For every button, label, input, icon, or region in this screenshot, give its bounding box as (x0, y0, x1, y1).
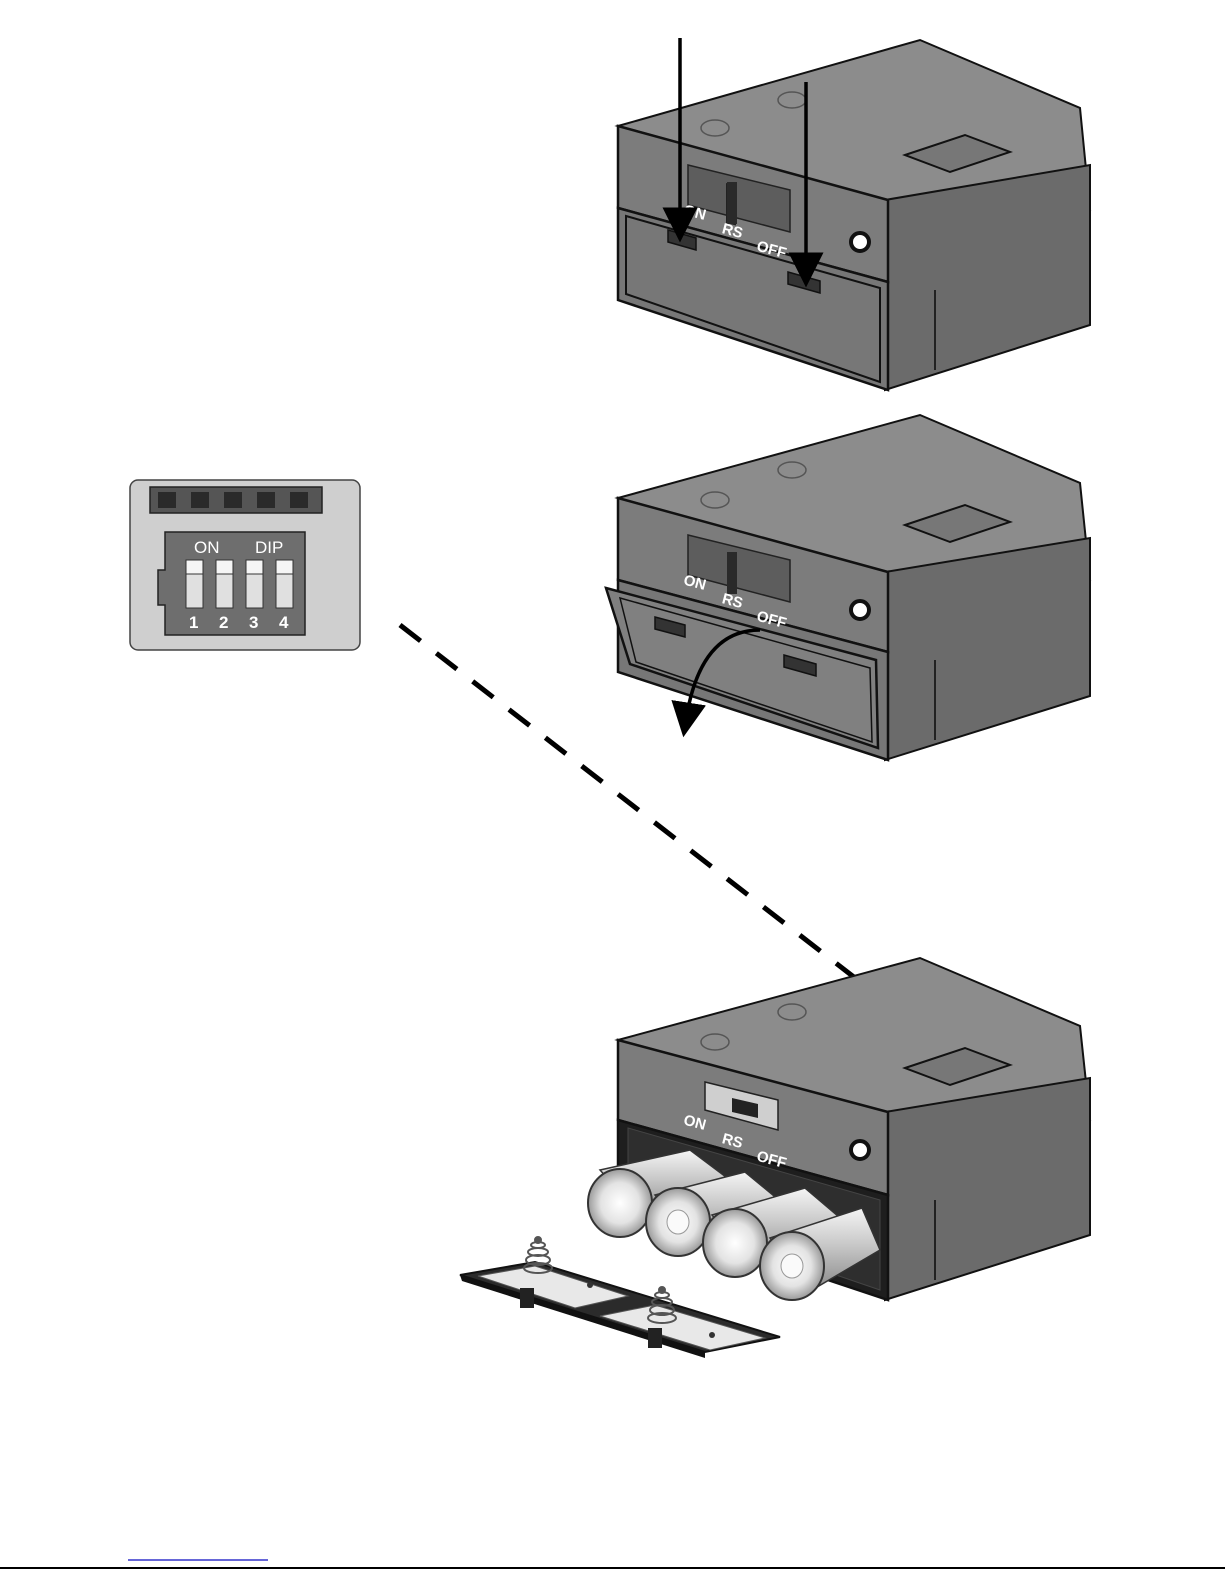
device-unit-bottom: ON RS OFF (460, 958, 1090, 1358)
device-unit-middle: ON RS OFF (606, 415, 1090, 760)
status-led (851, 601, 869, 619)
dip-number-3: 3 (249, 613, 258, 632)
unit-right-side (885, 1078, 1090, 1300)
dip-number-1: 1 (189, 613, 198, 632)
dip-on-label: ON (194, 538, 220, 557)
dip-switch-panel: ON DIP 1 2 3 4 (130, 480, 360, 650)
led-4 (257, 492, 275, 508)
status-led (851, 233, 869, 251)
unit-right-side (885, 538, 1090, 760)
led-1 (158, 492, 176, 508)
dip-number-4: 4 (279, 613, 289, 632)
led-3 (224, 492, 242, 508)
unit-right-side (885, 165, 1090, 390)
dip-number-2: 2 (219, 613, 228, 632)
dip-dip-label: DIP (255, 538, 283, 557)
led-5 (290, 492, 308, 508)
status-led (851, 1141, 869, 1159)
device-unit-top: ON RS OFF (618, 38, 1090, 390)
led-2 (191, 492, 209, 508)
